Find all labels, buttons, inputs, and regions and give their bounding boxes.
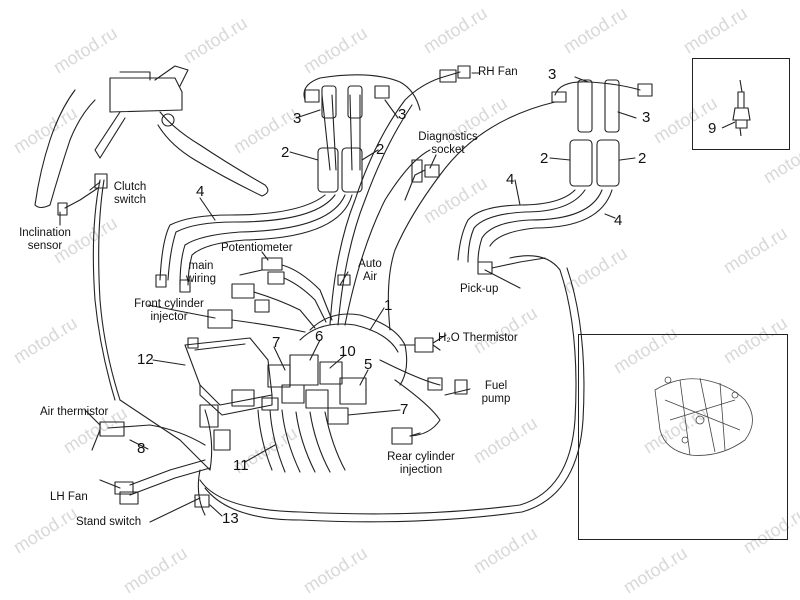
callout-4-right-b: 4 (614, 212, 623, 229)
callout-4-right-a: 4 (506, 171, 515, 188)
label-fuel-pump-line2: pump (481, 393, 511, 405)
label-main-wiring-line1: main (188, 260, 214, 272)
label-front-inj-line1: Front cylinder (134, 298, 204, 310)
callout-4-left: 4 (196, 183, 205, 200)
callout-3-right-b: 3 (642, 109, 651, 126)
label-front-cylinder-injector: Front cylinder injector (126, 298, 212, 324)
callout-13: 13 (222, 510, 239, 527)
label-auto-air-line1: Auto (358, 258, 382, 270)
label-stand-switch: Stand switch (76, 516, 142, 528)
callout-10: 10 (339, 343, 356, 360)
callout-7-a: 7 (272, 334, 281, 351)
label-main-wiring-line2: wiring (185, 273, 217, 285)
label-rear-inj-line2: injection (399, 464, 443, 476)
label-diagnostics-line2: socket (431, 144, 465, 156)
callout-9: 9 (708, 120, 717, 137)
label-pick-up: Pick-up (460, 283, 499, 295)
callout-3-left-b: 3 (398, 106, 407, 123)
label-fuel-pump-line1: Fuel (484, 380, 508, 392)
label-air-thermistor: Air thermistor (40, 406, 109, 418)
callout-2-left-a: 2 (281, 144, 290, 161)
callout-2-right-a: 2 (540, 150, 549, 167)
spark-plug-inset (692, 58, 790, 150)
label-h2o-thermistor: H₂O Thermistor (438, 332, 518, 344)
label-inclination-line2: sensor (27, 240, 63, 252)
label-clutch-line1: Clutch (113, 181, 147, 193)
callout-2-right-b: 2 (638, 150, 647, 167)
overview-inset (578, 334, 788, 540)
callout-3-left-a: 3 (293, 110, 302, 127)
label-auto-air: Auto Air (352, 258, 388, 284)
callout-12: 12 (137, 351, 154, 368)
label-main-wiring: main wiring (178, 260, 224, 286)
label-inclination-sensor: Inclination sensor (14, 227, 76, 253)
callout-11: 11 (233, 457, 249, 474)
label-rear-cylinder-injection: Rear cylinder injection (380, 451, 462, 477)
label-front-inj-line2: injector (150, 311, 188, 323)
callout-5: 5 (364, 356, 373, 373)
clutch-lever-assembly (34, 65, 269, 209)
callout-6: 6 (315, 328, 324, 345)
label-diagnostics-line1: Diagnostics (418, 131, 478, 143)
callout-8: 8 (137, 440, 146, 457)
label-diagnostics-socket: Diagnostics socket (410, 131, 486, 157)
label-auto-air-line2: Air (362, 271, 378, 283)
callout-7-b: 7 (400, 401, 409, 418)
label-rear-inj-line1: Rear cylinder (387, 451, 455, 463)
label-clutch-switch: Clutch switch (106, 181, 154, 207)
callout-3-right-a: 3 (548, 66, 557, 83)
label-fuel-pump: Fuel pump (476, 380, 516, 406)
callout-2-left-b: 2 (376, 141, 385, 158)
label-clutch-line2: switch (114, 194, 146, 206)
label-rh-fan: RH Fan (478, 66, 518, 78)
label-potentiometer: Potentiometer (221, 242, 293, 254)
callout-1: 1 (384, 297, 393, 314)
label-lh-fan: LH Fan (50, 491, 88, 503)
label-inclination-line1: Inclination (19, 227, 71, 239)
